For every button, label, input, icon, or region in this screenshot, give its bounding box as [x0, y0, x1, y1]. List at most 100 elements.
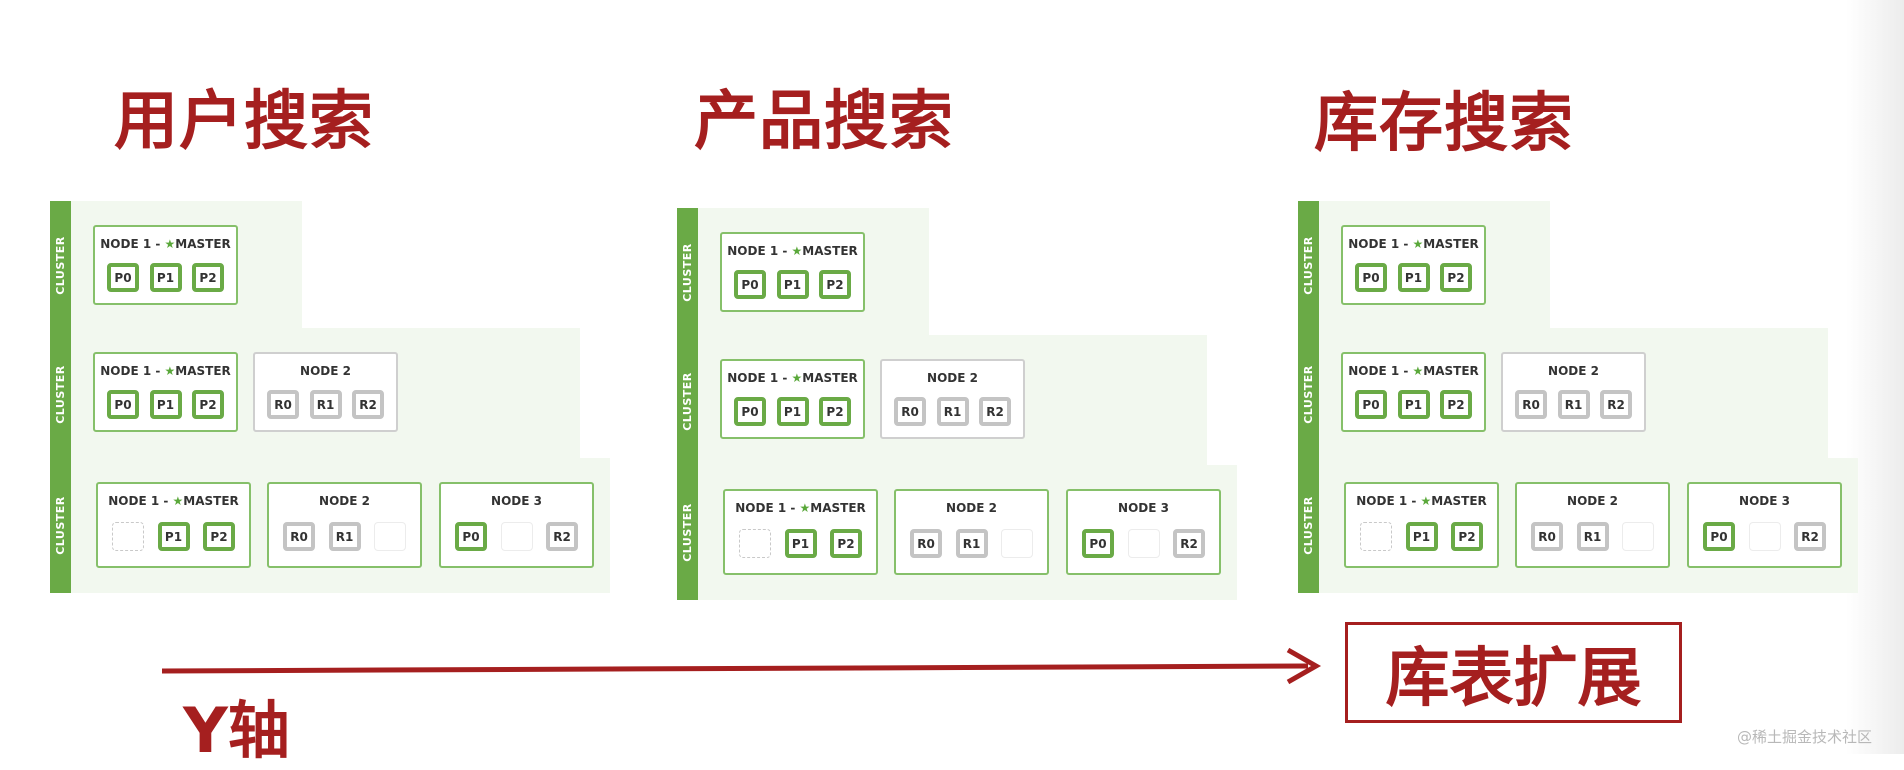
node-2: NODE 2 R0 R1 R2 [1501, 352, 1646, 432]
y-axis-label: Y轴 [183, 694, 290, 767]
shard-row: P0 P1 P2 [107, 263, 224, 292]
star-icon: ★ [791, 371, 803, 385]
node-2: NODE 2 R0 R1 [267, 482, 422, 568]
replica-shard: R2 [1173, 529, 1205, 558]
replica-shard: R2 [1794, 522, 1826, 551]
star-icon: ★ [791, 244, 803, 258]
shard-row: P0 P1 P2 [107, 390, 224, 419]
cluster-tier-1: CLUSTER NODE 1 - ★MASTER P0 P1 P2 [677, 208, 929, 337]
node-label: NODE 1 - ★MASTER [98, 494, 249, 508]
shard-row: P0 R2 [1082, 529, 1205, 558]
master-label: MASTER [183, 494, 239, 508]
node-2: NODE 2 R0 R1 R2 [253, 352, 398, 432]
master-label: MASTER [1423, 237, 1479, 251]
primary-shard: P2 [1440, 390, 1472, 419]
node-name: NODE 1 - [100, 237, 165, 251]
node-name: NODE 1 - [727, 244, 792, 258]
shard-row: P0 P1 P2 [1355, 390, 1472, 419]
node-name: NODE 1 - [100, 364, 165, 378]
primary-shard: P1 [1397, 390, 1430, 419]
cluster-bar: CLUSTER [50, 458, 71, 593]
node-3: NODE 3 P0 R2 [1066, 489, 1221, 575]
node-label: NODE 1 - ★MASTER [1343, 237, 1484, 251]
section-title: 用户搜索 [114, 85, 374, 159]
cluster-bar: CLUSTER [1298, 328, 1319, 460]
cluster-bar: CLUSTER [677, 208, 698, 337]
watermark: @稀土掘金技术社区 [1737, 728, 1873, 746]
replica-shard: R2 [546, 522, 578, 551]
section-product-search: 产品搜索 CLUSTER NODE 1 - ★MASTER P0 P1 P2 C… [677, 0, 1237, 600]
primary-shard: P0 [1355, 390, 1387, 419]
section-title: 库存搜索 [1314, 87, 1574, 161]
primary-shard: P0 [734, 270, 766, 299]
extension-label: 库表扩展 [1385, 641, 1642, 716]
node-label: NODE 2 [300, 364, 351, 378]
shard-row: P0 P1 P2 [734, 270, 851, 299]
replica-shard: R1 [955, 529, 988, 558]
arrow-head-icon [1286, 647, 1322, 685]
node-label: NODE 1 - ★MASTER [95, 237, 236, 251]
master-label: MASTER [175, 364, 231, 378]
section-user-search: 用户搜索 CLUSTER NODE 1 - ★MASTER P0 P1 P2 C… [50, 0, 610, 600]
node-label: NODE 1 - ★MASTER [722, 371, 863, 385]
primary-shard: P2 [203, 522, 235, 551]
star-icon: ★ [164, 364, 176, 378]
primary-shard: P2 [1440, 263, 1472, 292]
primary-shard: P2 [192, 390, 224, 419]
replica-shard: R2 [352, 390, 384, 419]
shard-row: P0 P1 P2 [1355, 263, 1472, 292]
node-name: NODE 1 - [727, 371, 792, 385]
node-1-master: NODE 1 - ★MASTER P0 P1 P2 [1341, 352, 1486, 432]
shard-row: P0 R2 [455, 522, 578, 551]
primary-shard: P2 [830, 529, 862, 558]
shard-row: R0 R1 [910, 529, 1033, 558]
replica-shard: R0 [267, 390, 299, 419]
node-label: NODE 2 [927, 371, 978, 385]
empty-shard-slot [374, 522, 406, 551]
node-label: NODE 1 - ★MASTER [95, 364, 236, 378]
shard-row: R0 R1 [283, 522, 406, 551]
node-label: NODE 1 - ★MASTER [725, 501, 876, 515]
master-label: MASTER [175, 237, 231, 251]
replica-shard: R0 [894, 397, 926, 426]
primary-shard: P1 [1405, 522, 1438, 551]
empty-shard-slot [1748, 522, 1781, 551]
cluster-tier-2: CLUSTER NODE 1 - ★MASTER P0 P1 P2 NODE 2… [1298, 328, 1828, 460]
master-label: MASTER [802, 244, 858, 258]
cluster-bar: CLUSTER [1298, 201, 1319, 330]
node-1-master: NODE 1 - ★MASTER P0 P1 P2 [93, 352, 238, 432]
primary-shard: P1 [784, 529, 817, 558]
node-label: NODE 1 - ★MASTER [1343, 364, 1484, 378]
primary-shard: P2 [192, 263, 224, 292]
node-2: NODE 2 R0 R1 R2 [880, 359, 1025, 439]
star-icon: ★ [1420, 494, 1432, 508]
shard-row: P1 P2 [1360, 522, 1483, 551]
node-1-master: NODE 1 - ★MASTER P1 P2 [723, 489, 878, 575]
node-name: NODE 1 - [108, 494, 173, 508]
node-label: NODE 2 [319, 494, 370, 508]
cluster-tier-2: CLUSTER NODE 1 - ★MASTER P0 P1 P2 NODE 2… [50, 328, 580, 460]
star-icon: ★ [1412, 237, 1424, 251]
node-name: NODE 1 - [1348, 364, 1413, 378]
replica-shard: R0 [1515, 390, 1547, 419]
primary-shard: P0 [1082, 529, 1114, 558]
primary-shard: P1 [776, 397, 809, 426]
shard-row: R0 R1 R2 [1515, 390, 1632, 419]
node-label: NODE 2 [1548, 364, 1599, 378]
primary-shard: P1 [776, 270, 809, 299]
y-axis-arrow [161, 647, 1322, 685]
replica-shard: R1 [936, 397, 969, 426]
star-icon: ★ [799, 501, 811, 515]
node-name: NODE 1 - [1356, 494, 1421, 508]
primary-shard: P0 [455, 522, 487, 551]
empty-shard-slot [1127, 529, 1160, 558]
cluster-bar: CLUSTER [677, 465, 698, 600]
empty-shard-slot [112, 522, 144, 551]
cluster-tier-2: CLUSTER NODE 1 - ★MASTER P0 P1 P2 NODE 2… [677, 335, 1207, 467]
star-icon: ★ [1412, 364, 1424, 378]
cluster-bar: CLUSTER [677, 335, 698, 467]
star-icon: ★ [164, 237, 176, 251]
empty-shard-slot [500, 522, 533, 551]
primary-shard: P1 [149, 390, 182, 419]
cluster-bar: CLUSTER [50, 328, 71, 460]
